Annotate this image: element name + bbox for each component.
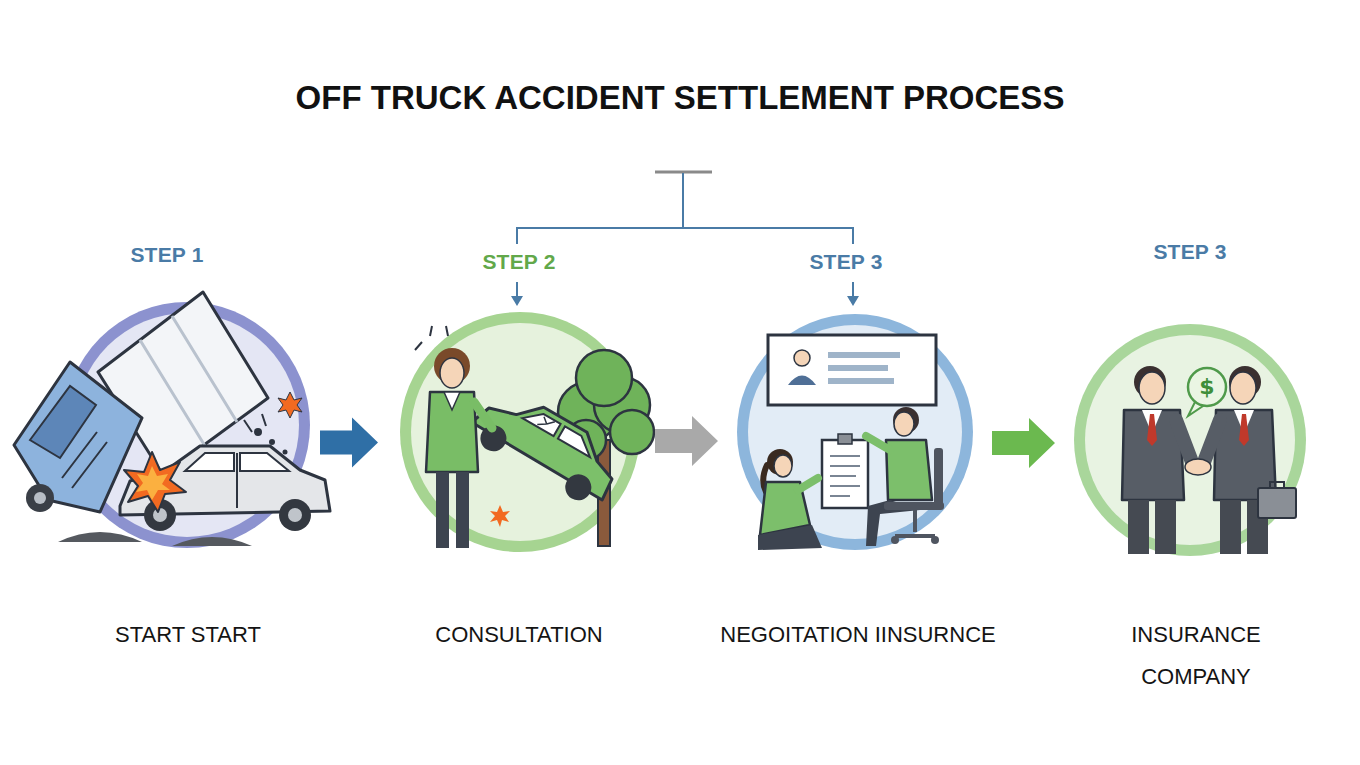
bracket-line (517, 227, 853, 229)
screen-line (828, 352, 900, 358)
step-caption: START START (68, 614, 308, 656)
pointer-line (516, 282, 518, 298)
flow-arrow (992, 418, 1055, 468)
tree-canopy (576, 350, 632, 406)
bracket-stem (682, 173, 684, 228)
document-lines (830, 456, 860, 496)
chair-stem (913, 510, 917, 532)
step-label: STEP 3 (756, 249, 936, 275)
glass-crack (537, 415, 555, 432)
cab-grille (62, 432, 107, 488)
circle-ring (1074, 324, 1306, 556)
circle-fill (75, 313, 299, 537)
step-label: STEP 3 (1100, 239, 1280, 265)
circle-fill (1085, 335, 1295, 545)
screen-person-body (788, 376, 816, 386)
chair-base (895, 534, 935, 538)
circle-fill (748, 325, 962, 539)
car-hub (288, 508, 302, 522)
truck-hub (34, 492, 46, 504)
step-caption: INSURANCE COMPANY (1106, 614, 1286, 698)
person-tie (1239, 414, 1249, 446)
person-face (440, 358, 464, 388)
person-leg (436, 472, 449, 548)
bracket-drop (852, 227, 854, 244)
screen-line (828, 378, 894, 384)
debris (269, 439, 275, 445)
chair-back (934, 448, 943, 506)
step-label: STEP 1 (77, 242, 257, 268)
flow-arrow (655, 416, 718, 466)
circle-ring (737, 314, 973, 550)
document-clip (838, 434, 852, 444)
debris (283, 450, 288, 455)
debris (254, 428, 262, 436)
pointer-head (847, 296, 859, 306)
car-window (240, 453, 289, 471)
chair-wheel (891, 536, 899, 544)
car-window (185, 453, 234, 471)
car-window (558, 426, 597, 457)
circle-ring (64, 302, 310, 548)
screen-person-head (794, 350, 810, 366)
screen (768, 335, 936, 405)
person-face (1139, 372, 1165, 404)
person-collar (444, 392, 460, 410)
bracket-drop (516, 227, 518, 244)
speech-bubble (1188, 368, 1226, 406)
handshake (1185, 459, 1211, 475)
person-leg (1220, 500, 1241, 554)
person-face (774, 455, 792, 477)
circle-fill (411, 323, 629, 541)
briefcase (1258, 488, 1296, 518)
step-label: STEP 2 (429, 249, 609, 275)
person-legs (758, 525, 822, 550)
currency-symbol: $ (1192, 374, 1222, 400)
step-caption: NEGOITATION IINSURNCE (693, 614, 1023, 656)
document (822, 440, 868, 508)
car-wheel (279, 499, 311, 531)
flow-arrow (320, 418, 378, 468)
explosion-core (136, 466, 170, 500)
circle-ring (400, 312, 640, 552)
step-caption: CONSULTATION (389, 614, 649, 656)
person-tie (1147, 414, 1157, 446)
trailer-ribs (140, 316, 237, 446)
person-leg (1128, 500, 1149, 554)
truck-wheel (26, 484, 54, 512)
tree-canopy (610, 410, 654, 454)
diagram-title: OFF TRUCK ACCIDENT SETTLEMENT PROCESS (0, 78, 1360, 118)
person-leg (1155, 500, 1176, 554)
car-door (236, 453, 238, 508)
person-face (894, 412, 914, 436)
car-hub (153, 508, 167, 522)
person-face (1230, 372, 1256, 404)
screen-line (828, 365, 888, 371)
chair-wheel (931, 536, 939, 544)
chair-seat (884, 502, 944, 510)
pointer-line (852, 282, 854, 298)
pointer-head (511, 296, 523, 306)
person-leg (456, 472, 469, 548)
